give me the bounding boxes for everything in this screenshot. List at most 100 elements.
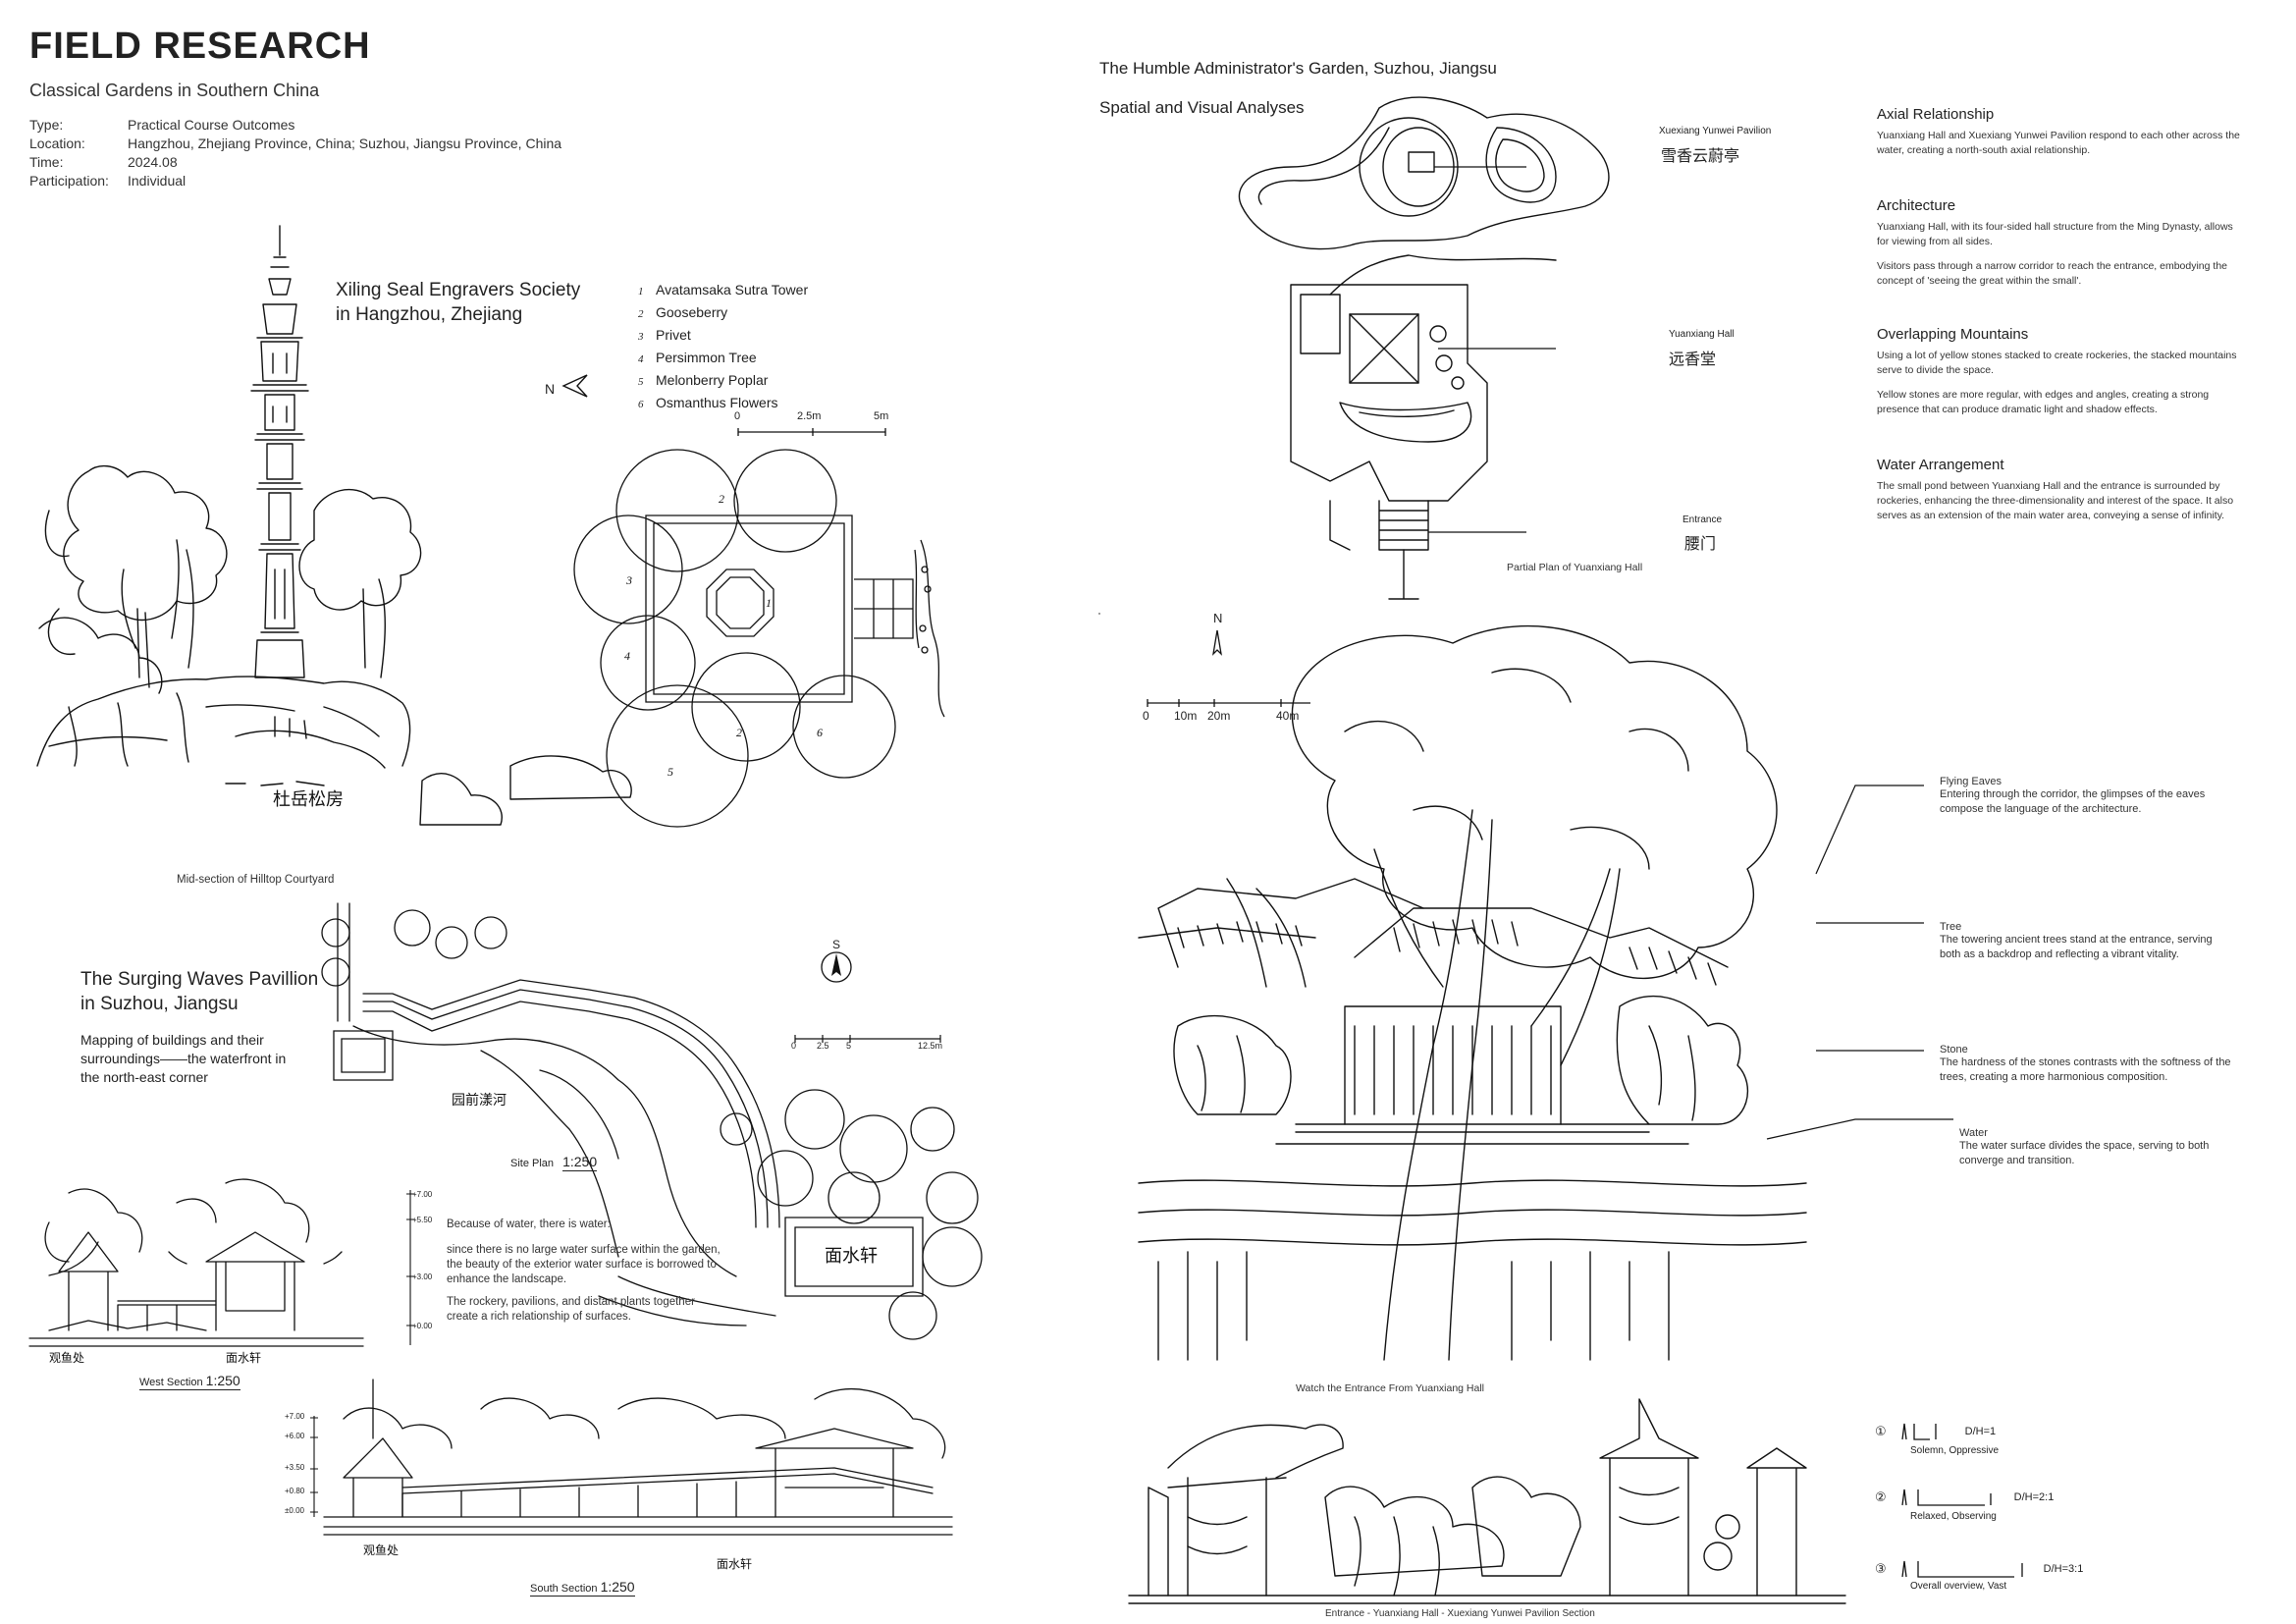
section-caption: Entrance - Yuanxiang Hall - Xuexiang Yun… <box>1325 1608 1595 1619</box>
west-section-elevation: 观鱼处 面水轩 <box>29 1173 402 1365</box>
section-name: 面水轩 <box>717 1557 752 1571</box>
surging-site-plan: 园前漾河 面水轩 <box>324 903 1011 1335</box>
elev-mark: +7.00 <box>285 1412 305 1421</box>
svg-text:3: 3 <box>625 573 632 587</box>
scale-tick: 20m <box>1207 709 1231 723</box>
west-section-label: West Section 1:250 <box>139 1373 240 1390</box>
scale-tick: 40m <box>1276 709 1300 723</box>
yuanxiang-label-cn: 远香堂 <box>1669 350 1717 368</box>
surging-notes: Because of water, there is water: since … <box>447 1218 721 1323</box>
svg-text:4: 4 <box>624 649 630 663</box>
annotation-leaders <box>1708 756 1944 1168</box>
scale-tick: 5 <box>846 1041 852 1051</box>
partial-plan-caption: Partial Plan of Yuanxiang Hall <box>1507 562 1643 573</box>
project-meta: Type:Practical Course Outcomes Location:… <box>29 116 561 190</box>
elev-mark: +3.00 <box>412 1272 433 1281</box>
page-subtitle: Classical Gardens in Southern China <box>29 81 320 100</box>
elevation-marks <box>402 1188 432 1350</box>
annotation-water: Water The water surface divides the spac… <box>1959 1127 2210 1166</box>
elev-mark: +0.80 <box>285 1487 305 1495</box>
svg-text:1: 1 <box>766 596 772 610</box>
analysis-section-mountains: Overlapping Mountains Using a lot of yel… <box>1877 326 2237 415</box>
section-name: 观鱼处 <box>49 1351 84 1365</box>
meta-row-location: Location:Hangzhou, Zhejiang Province, Ch… <box>29 135 562 151</box>
entrance-label-cn: 腰门 <box>1684 534 1717 553</box>
pavilion-label: 面水轩 <box>825 1246 878 1267</box>
humble-north-label: N <box>1213 611 1223 625</box>
elev-mark: +0.00 <box>412 1322 433 1330</box>
north-arrow-icon <box>1205 628 1229 658</box>
ratio-diagram-icon <box>1901 1560 2023 1578</box>
compass-icon <box>820 950 853 984</box>
scale-tick: 5m <box>874 410 889 422</box>
elev-mark: +7.00 <box>412 1190 433 1199</box>
analysis-section-architecture: Architecture Yuanxiang Hall, with its fo… <box>1877 197 2233 287</box>
yuanxiang-partial-plan <box>1232 88 1625 619</box>
scale-tick: 2.5 <box>817 1041 829 1051</box>
surging-title: The Surging Waves Pavillion in Suzhou, J… <box>80 969 319 1014</box>
xuexiang-label-cn: 雪香云蔚亭 <box>1661 146 1740 165</box>
meta-row-participation: Participation:Individual <box>29 173 187 189</box>
xiling-title: Xiling Seal Engravers Society in Hangzho… <box>336 280 581 325</box>
annotation-stone: Stone The hardness of the stones contras… <box>1940 1044 2231 1083</box>
humble-subtitle: Spatial and Visual Analyses <box>1099 98 1305 117</box>
humble-analysis: Axial Relationship Yuanxiang Hall and Xu… <box>1877 106 2240 523</box>
xuexiang-label-en: Xuexiang Yunwei Pavilion <box>1659 126 1772 136</box>
section-name: 观鱼处 <box>363 1543 399 1557</box>
meta-row-time: Time:2024.08 <box>29 154 178 170</box>
humble-scale-bar <box>1144 695 1320 711</box>
scale-tick: 12.5m <box>918 1041 943 1051</box>
surging-north-label: S <box>832 938 841 951</box>
section-name: 面水轩 <box>226 1351 261 1365</box>
ratio-diagram-icon <box>1901 1489 1992 1506</box>
analysis-section-axial: Axial Relationship Yuanxiang Hall and Xu… <box>1877 106 2240 156</box>
elev-mark: +3.50 <box>285 1463 305 1472</box>
scale-tick: 2.5m <box>797 410 822 422</box>
analysis-section-water: Water Arrangement The small pond between… <box>1877 457 2234 521</box>
meta-row-type: Type:Practical Course Outcomes <box>29 117 295 133</box>
surging-description: Mapping of buildings and their surroundi… <box>80 1032 287 1085</box>
dh-ratio-3: ③ D/H=3:1 Overall overview, Vast <box>1875 1560 2084 1592</box>
scale-tick: 10m <box>1174 709 1198 723</box>
annotation-tree: Tree The towering ancient trees stand at… <box>1940 921 2213 960</box>
scale-tick: 0 <box>734 410 741 422</box>
site-plan-label: Site Plan 1:250 <box>510 1154 598 1171</box>
entrance-hall-pavilion-section <box>1129 1380 1855 1605</box>
svg-text:2: 2 <box>736 726 742 739</box>
south-section-elevation: 观鱼处 面水轩 <box>324 1380 972 1571</box>
page-title: FIELD RESEARCH <box>29 26 371 67</box>
elev-mark: +6.00 <box>285 1432 305 1440</box>
scale-tick: 0 <box>1143 709 1149 723</box>
svg-text:6: 6 <box>817 726 823 739</box>
canal-label: 园前漾河 <box>452 1092 507 1109</box>
pagoda-hilltop-sketch: 杜岳松房 <box>29 216 638 884</box>
xiling-scale-bar <box>736 422 893 442</box>
elev-mark: ±0.00 <box>285 1506 304 1515</box>
surging-scale-bar <box>793 1031 950 1045</box>
xiling-north-label: N <box>545 381 556 397</box>
ratio-diagram-icon <box>1901 1423 1937 1440</box>
engraving-text: 杜岳松房 <box>273 789 344 810</box>
svg-text:5: 5 <box>667 765 673 779</box>
elev-mark: +5.50 <box>412 1216 433 1224</box>
annotation-flying-eaves: Flying Eaves Entering through the corrid… <box>1940 776 2206 815</box>
south-section-label: South Section 1:250 <box>530 1579 635 1597</box>
yuanxiang-label-en: Yuanxiang Hall <box>1669 329 1735 340</box>
north-arrow-icon <box>560 371 589 401</box>
elevation-marks-south <box>294 1414 324 1522</box>
entrance-sketch-caption: Watch the Entrance From Yuanxiang Hall <box>1296 1382 1485 1394</box>
entrance-perspective-sketch <box>1099 614 1845 1370</box>
dh-ratio-1: ① D/H=1 Solemn, Oppressive <box>1875 1423 2000 1456</box>
humble-title: The Humble Administrator's Garden, Suzho… <box>1099 59 1497 78</box>
xiling-sketch-caption: Mid-section of Hilltop Courtyard <box>177 874 335 886</box>
scale-tick: 0 <box>791 1041 797 1051</box>
dh-ratio-2: ② D/H=2:1 Relaxed, Observing <box>1875 1489 2055 1522</box>
